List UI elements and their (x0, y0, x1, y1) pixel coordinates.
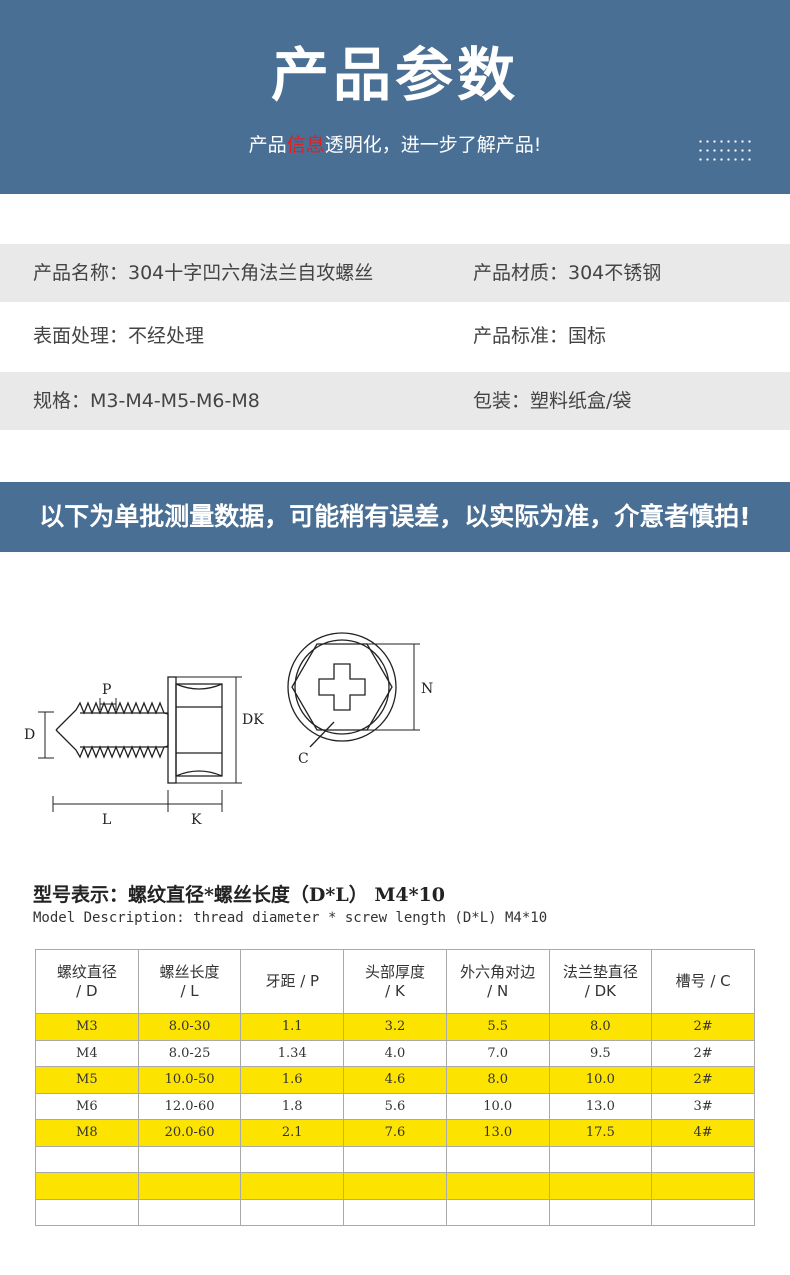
label-p: P (102, 682, 111, 698)
decorative-dots-icon (697, 137, 753, 165)
dimension-p (99, 698, 117, 710)
header-k: 头部厚度/ K (343, 949, 447, 1014)
header-c: 槽号 / C (651, 949, 755, 1014)
dimension-n (367, 643, 420, 731)
label-dk: DK (242, 712, 264, 728)
info-row-2: 表面处理：不经处理 产品标准：国标 (0, 307, 790, 365)
dimension-dk (176, 676, 242, 784)
header-banner: 产品参数 产品信息透明化，进一步了解产品! (0, 0, 790, 194)
table-row-empty (35, 1172, 755, 1200)
table-row-empty (35, 1198, 755, 1226)
product-spec: 规格：M3-M4-M5-M6-M8 (33, 390, 260, 412)
header-subtitle: 产品信息透明化，进一步了解产品! (0, 130, 790, 157)
model-subtitle: Model Description: thread diameter * scr… (33, 910, 548, 926)
spec-table: 螺纹直径/ D 螺丝长度/ L 牙距 / P 头部厚度/ K 外六角对边/ N … (35, 949, 755, 1226)
header-p: 牙距 / P (240, 949, 345, 1014)
product-name: 产品名称：304十字凹六角法兰自攻螺丝 (33, 262, 374, 284)
dimension-l-k (52, 790, 223, 812)
screw-shank-drawing (55, 701, 169, 759)
notice-banner: 以下为单批测量数据，可能稍有误差，以实际为准，介意者慎拍! (0, 482, 790, 552)
header-d: 螺纹直径/ D (35, 949, 139, 1014)
header-n: 外六角对边/ N (445, 949, 550, 1014)
page-title: 产品参数 (270, 41, 519, 109)
model-title: 型号表示：螺纹直径*螺丝长度（D*L） M4*10 (33, 884, 445, 906)
screw-diagram: P D DK L K N C (24, 632, 433, 828)
info-row-3: 规格：M3-M4-M5-M6-M8 包装：塑料纸盒/袋 (0, 372, 790, 430)
label-k: K (191, 812, 202, 828)
header-dk: 法兰垫直径/ DK (548, 949, 653, 1014)
dimension-d (38, 711, 54, 759)
screw-head-side-drawing (167, 676, 223, 784)
product-packaging: 包装：塑料纸盒/袋 (473, 390, 632, 412)
product-standard: 产品标准：国标 (473, 325, 607, 347)
subtitle-highlight: 信息 (286, 134, 325, 156)
table-row-empty (35, 1145, 755, 1173)
label-d: D (24, 727, 35, 743)
product-material: 产品材质：304不锈钢 (473, 262, 662, 284)
surface-treatment: 表面处理：不经处理 (33, 325, 205, 347)
info-row-1: 产品名称：304十字凹六角法兰自攻螺丝 产品材质：304不锈钢 (0, 244, 790, 302)
subtitle-part-1: 产品 (248, 134, 287, 156)
notice-text: 以下为单批测量数据，可能稍有误差，以实际为准，介意者慎拍! (39, 502, 751, 531)
label-l: L (102, 812, 111, 828)
header-l: 螺丝长度/ L (137, 949, 242, 1014)
subtitle-part-2: 透明化，进一步了解产品! (324, 134, 542, 156)
label-n: N (421, 681, 433, 697)
label-c: C (298, 751, 309, 767)
table-header-row: 螺纹直径/ D 螺丝长度/ L 牙距 / P 头部厚度/ K 外六角对边/ N … (35, 949, 755, 1014)
